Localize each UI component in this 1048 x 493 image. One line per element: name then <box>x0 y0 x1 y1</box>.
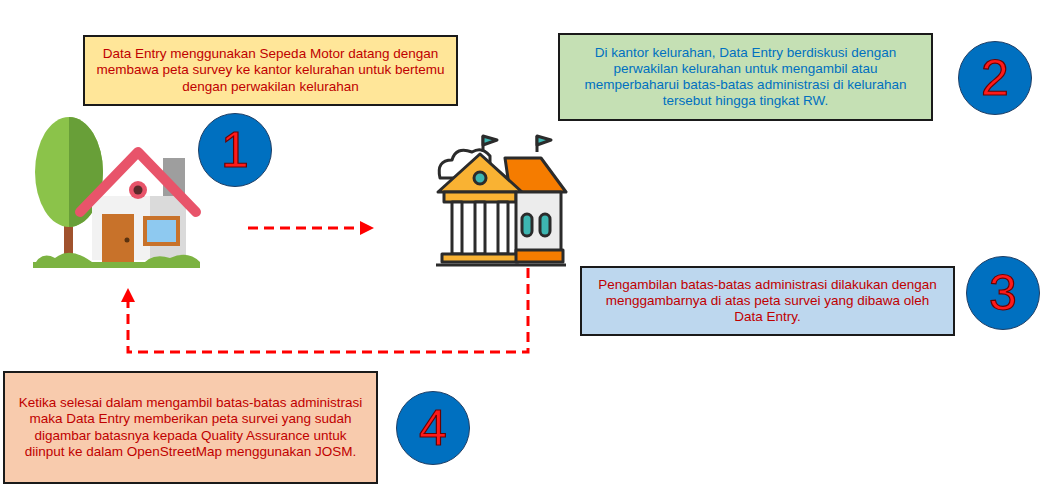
step-number: 3 <box>966 256 1040 330</box>
step-text: Ketika selesai dalam mengambil batas-bat… <box>13 395 368 460</box>
step-number: 4 <box>396 391 470 465</box>
office-icon <box>436 136 566 265</box>
house-icon <box>33 117 200 268</box>
step-text: Pengambilan batas-batas administrasi dil… <box>590 277 945 326</box>
callout-number: 2 <box>981 53 1009 103</box>
flow-arrows <box>128 228 528 352</box>
step-box: Ketika selesai dalam mengambil batas-bat… <box>3 371 378 484</box>
step-box: Data Entry menggunakan Sepeda Motor data… <box>83 35 458 106</box>
step-text: Data Entry menggunakan Sepeda Motor data… <box>93 46 448 95</box>
callout-number: 3 <box>989 268 1017 318</box>
arrow-heads <box>121 221 374 302</box>
callout-number: 4 <box>419 403 447 453</box>
callout-number: 1 <box>221 125 249 175</box>
step-number: 1 <box>198 113 272 187</box>
step-box: Pengambilan batas-batas administrasi dil… <box>580 266 955 336</box>
step-number: 2 <box>958 41 1032 115</box>
step-box: Di kantor kelurahan, Data Entry berdisku… <box>558 33 933 121</box>
step-text: Di kantor kelurahan, Data Entry berdisku… <box>568 45 923 110</box>
